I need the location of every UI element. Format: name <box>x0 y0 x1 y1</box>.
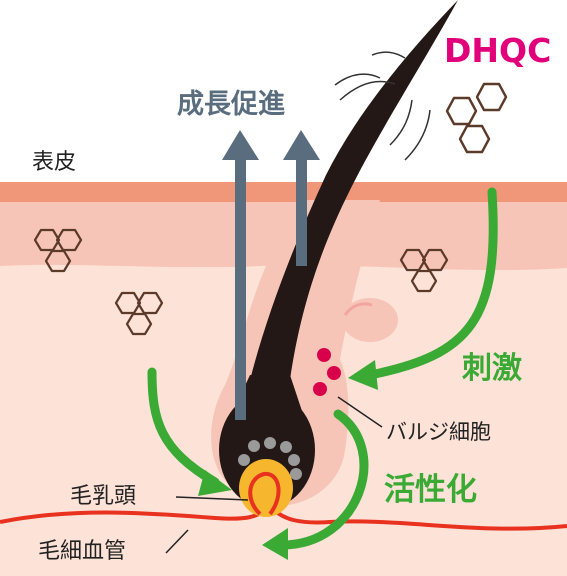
growth-label: 成長促進 <box>177 89 285 120</box>
bulge-cell-label: バルジ細胞 <box>386 420 491 444</box>
bulge-cell <box>317 348 331 362</box>
growth-arrow-left <box>222 130 259 420</box>
stimulate-label: 刺激 <box>462 351 522 386</box>
hexagon-molecule-icon <box>445 82 508 154</box>
epidermis-layer <box>0 182 567 202</box>
dermal-papilla <box>239 459 293 517</box>
bulb-cell-dot <box>280 441 292 453</box>
bulge-cell <box>313 382 327 396</box>
growth-arrow-right <box>283 130 320 266</box>
hexagon-molecule-icon <box>33 228 83 273</box>
capillary-label: 毛細血管 <box>38 539 126 564</box>
bulb-cell-dot <box>264 437 276 449</box>
papilla-leader-line <box>175 496 249 501</box>
hexagon-molecule-icon <box>399 248 449 293</box>
bulb-cell-dot <box>248 440 260 452</box>
bulb-cell-dot <box>238 454 250 466</box>
hair-shaft <box>250 0 458 380</box>
compound-label: DHQC <box>444 31 551 70</box>
motion-line <box>339 80 396 101</box>
bulb-cell-dot <box>288 454 300 466</box>
bulge-cell <box>327 366 341 380</box>
motion-line <box>334 73 381 86</box>
motion-line <box>371 51 406 59</box>
hair-bulb-neck <box>229 375 305 420</box>
stimulate-arrow <box>348 187 498 390</box>
capillary-leader-line <box>165 529 189 554</box>
activate-label: 活性化 <box>384 472 477 508</box>
motion-line <box>404 109 431 161</box>
epidermis-label: 表皮 <box>32 150 76 175</box>
sebaceous-gland <box>342 298 398 342</box>
papilla-label: 毛乳頭 <box>70 484 136 509</box>
bulb-cell-dot <box>290 468 302 480</box>
bulge-leader-line <box>337 396 383 428</box>
activate-arrow <box>262 409 369 560</box>
hexagon-molecule-icon <box>114 291 164 336</box>
compound-arrow-left <box>147 367 232 496</box>
motion-line <box>389 99 413 146</box>
papilla-loop <box>248 471 281 516</box>
